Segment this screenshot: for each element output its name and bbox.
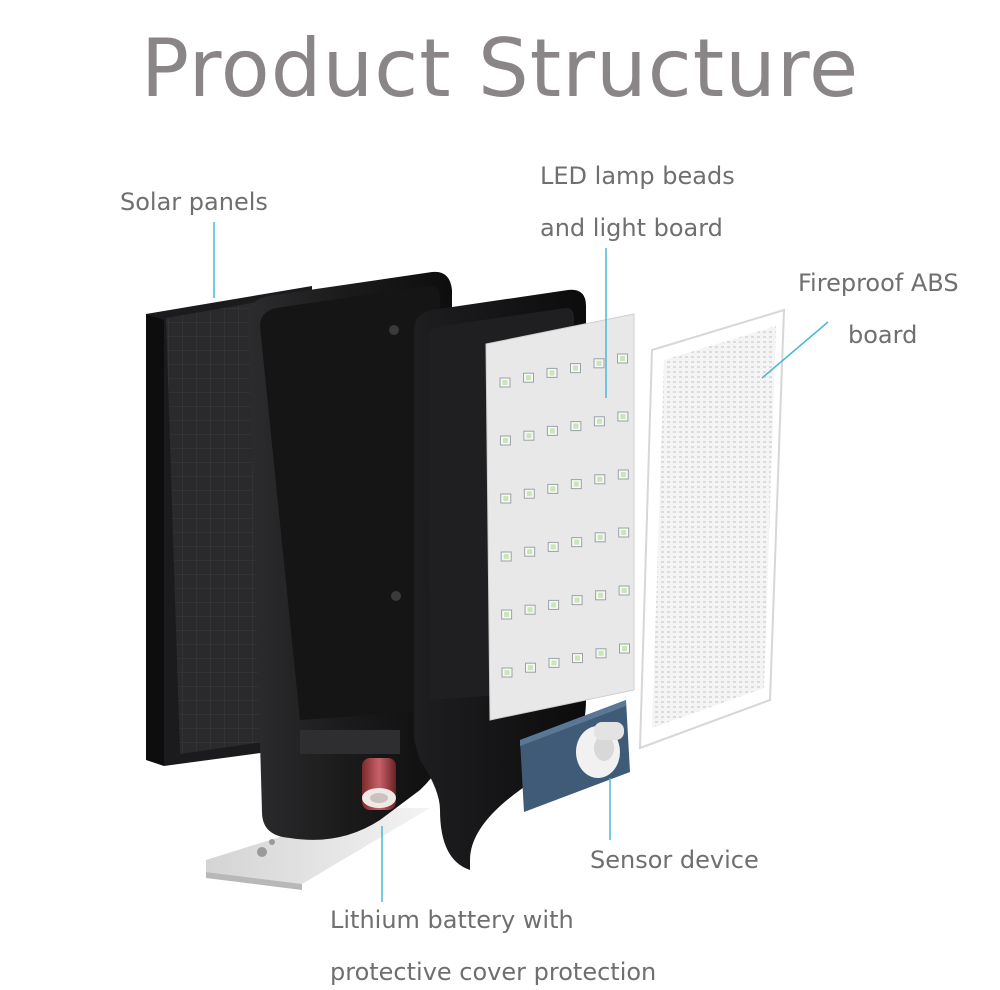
led-bead-core <box>620 472 626 477</box>
led-bead-core <box>503 554 509 559</box>
led-bead-core <box>502 380 508 385</box>
led-bead-grid <box>499 353 630 678</box>
led-bead-core <box>574 539 580 545</box>
led-bead-core <box>573 365 578 371</box>
label-solar-panels: Solar panels <box>120 188 268 216</box>
lithium-battery <box>362 758 396 810</box>
led-bead-core <box>621 530 627 535</box>
leader-lines <box>213 222 829 902</box>
led-bead-core <box>504 670 510 675</box>
led-bead-core <box>621 588 627 593</box>
page-title: Product Structure <box>140 22 860 115</box>
label-abs-line2: board <box>848 321 918 349</box>
led-bead-core <box>598 650 604 656</box>
led-bead-core <box>502 438 508 443</box>
led-bead-core <box>527 607 533 613</box>
led-bead-core <box>620 414 626 419</box>
led-bead-core <box>549 370 555 376</box>
led-bead-core <box>551 602 557 608</box>
label-led-line2: and light board <box>540 214 723 242</box>
led-bead-core <box>622 646 627 651</box>
fireproof-abs-board <box>638 308 786 750</box>
leader-line-abs <box>761 321 829 379</box>
led-bead-core <box>574 597 580 603</box>
led-bead-core <box>526 433 532 439</box>
led-bead-core <box>598 592 604 598</box>
led-bead-core <box>596 418 602 424</box>
led-bead-core <box>596 360 602 366</box>
led-bead-core <box>597 476 603 482</box>
led-light-board <box>485 313 635 721</box>
led-bead-core <box>551 660 557 666</box>
led-bead-core <box>597 534 603 540</box>
led-bead-core <box>550 544 556 550</box>
led-bead-core <box>620 356 625 361</box>
label-battery-line2: protective cover protection <box>330 958 657 986</box>
led-bead-core <box>573 481 579 487</box>
led-bead-core <box>573 423 579 429</box>
led-bead-core <box>504 612 510 617</box>
back-housing <box>248 271 452 840</box>
led-bead-core <box>526 375 531 381</box>
led-bead-core <box>550 486 556 492</box>
led-bead-core <box>549 428 555 434</box>
led-bead-core <box>526 491 532 497</box>
label-led-line1: LED lamp beads <box>540 162 735 190</box>
label-abs-line1: Fireproof ABS <box>798 269 959 297</box>
led-bead-core <box>503 496 509 501</box>
mounting-plate <box>206 808 430 890</box>
label-sensor-device: Sensor device <box>590 846 759 874</box>
sensor-device <box>520 700 630 812</box>
led-bead-core <box>575 655 580 661</box>
label-battery-line1: Lithium battery with <box>330 906 574 934</box>
led-bead-core <box>527 549 533 555</box>
led-bead-core <box>528 665 533 671</box>
